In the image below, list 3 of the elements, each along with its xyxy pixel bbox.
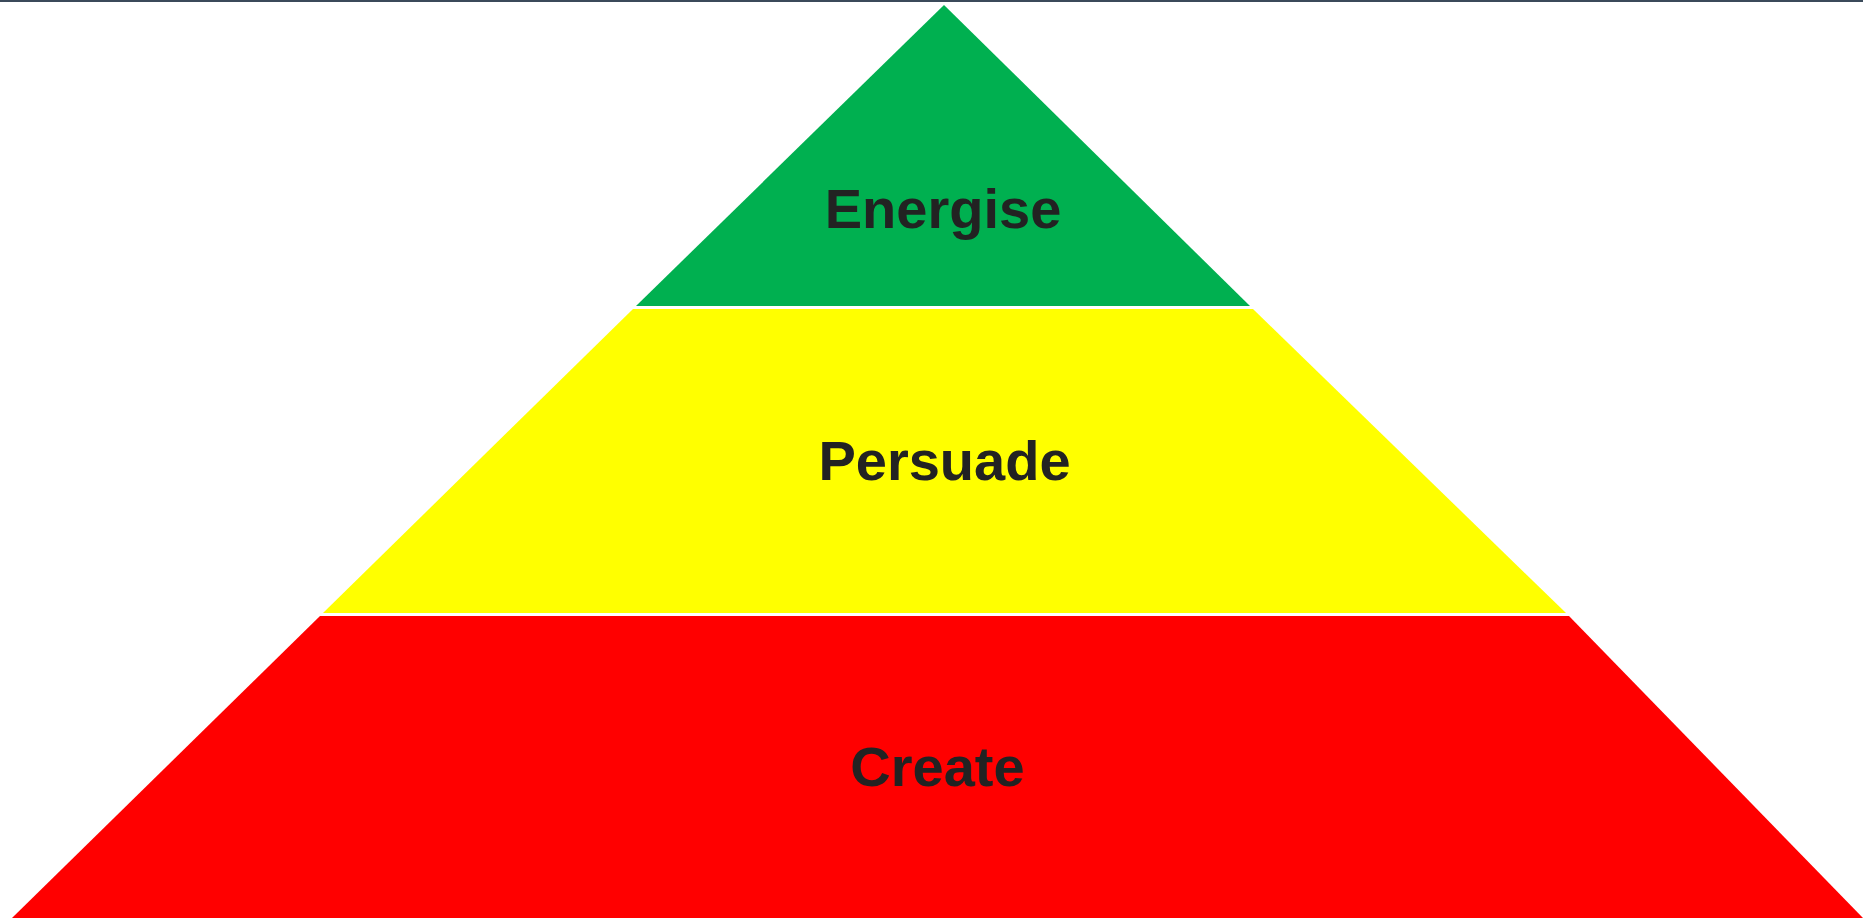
tier-label: Create [850, 733, 1025, 799]
tier-label: Energise [824, 175, 1062, 241]
tier-label: Persuade [818, 427, 1071, 493]
